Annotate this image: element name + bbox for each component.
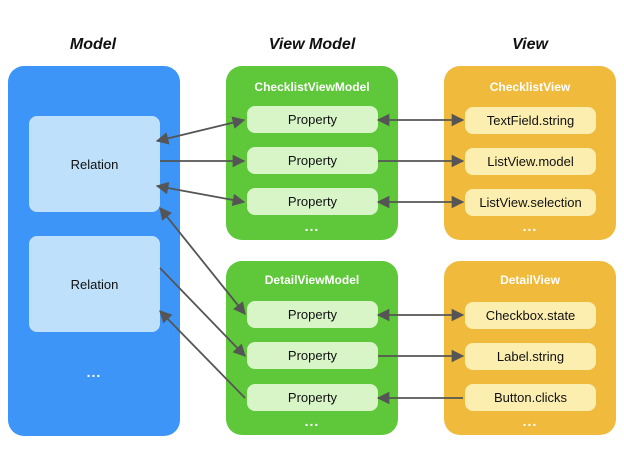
checklist-property-3: Property	[247, 188, 378, 215]
relation-box-2: Relation	[29, 236, 160, 332]
arrow-relation2-detail-property2	[159, 267, 246, 357]
relation-label: Relation	[70, 276, 119, 292]
view-column-title: View	[512, 36, 548, 53]
detail-view-model-title: DetailViewModel	[264, 273, 360, 287]
detail-vm-ellipsis: ...	[304, 413, 320, 429]
view-model-column-title: View Model	[268, 36, 356, 53]
checklist-view-panel: ChecklistView TextField.string ListView.…	[444, 66, 616, 240]
detail-property-1: Property	[247, 301, 378, 328]
button-clicks-item: Button.clicks	[465, 384, 596, 411]
arrow-relation1-property1	[155, 116, 246, 145]
detail-view-model-panel: DetailViewModel Property Property Proper…	[226, 261, 398, 435]
checklist-view-title: ChecklistView	[489, 80, 571, 94]
model-panel: Relation Relation ...	[8, 66, 180, 436]
checklist-vm-ellipsis: ...	[304, 218, 320, 234]
checklist-property-1: Property	[247, 106, 378, 133]
checklist-view-ellipsis: ...	[522, 218, 538, 234]
detail-view-title: DetailView	[500, 273, 560, 287]
listview-selection-item: ListView.selection	[465, 189, 596, 216]
checklist-property-2: Property	[247, 147, 378, 174]
model-ellipsis: ...	[86, 364, 102, 380]
detail-property-3: Property	[247, 384, 378, 411]
arrow-relation1-detail-property1	[159, 207, 246, 315]
model-column-title: Model	[69, 36, 117, 53]
arrow-relation1-property3	[155, 181, 246, 207]
relation-box-1: Relation	[29, 116, 160, 212]
relation-label: Relation	[70, 156, 119, 172]
checkbox-state-item: Checkbox.state	[465, 302, 596, 329]
label-string-item: Label.string	[465, 343, 596, 370]
detail-view-panel: DetailView Checkbox.state Label.string B…	[444, 261, 616, 435]
checklist-view-model-title: ChecklistViewModel	[254, 80, 370, 94]
textfield-string-item: TextField.string	[465, 107, 596, 134]
detail-view-ellipsis: ...	[522, 413, 538, 429]
checklist-view-model-panel: ChecklistViewModel Property Property Pro…	[226, 66, 398, 240]
arrow-detail-property3-relation2	[159, 310, 246, 399]
detail-property-2: Property	[247, 342, 378, 369]
listview-model-item: ListView.model	[465, 148, 596, 175]
